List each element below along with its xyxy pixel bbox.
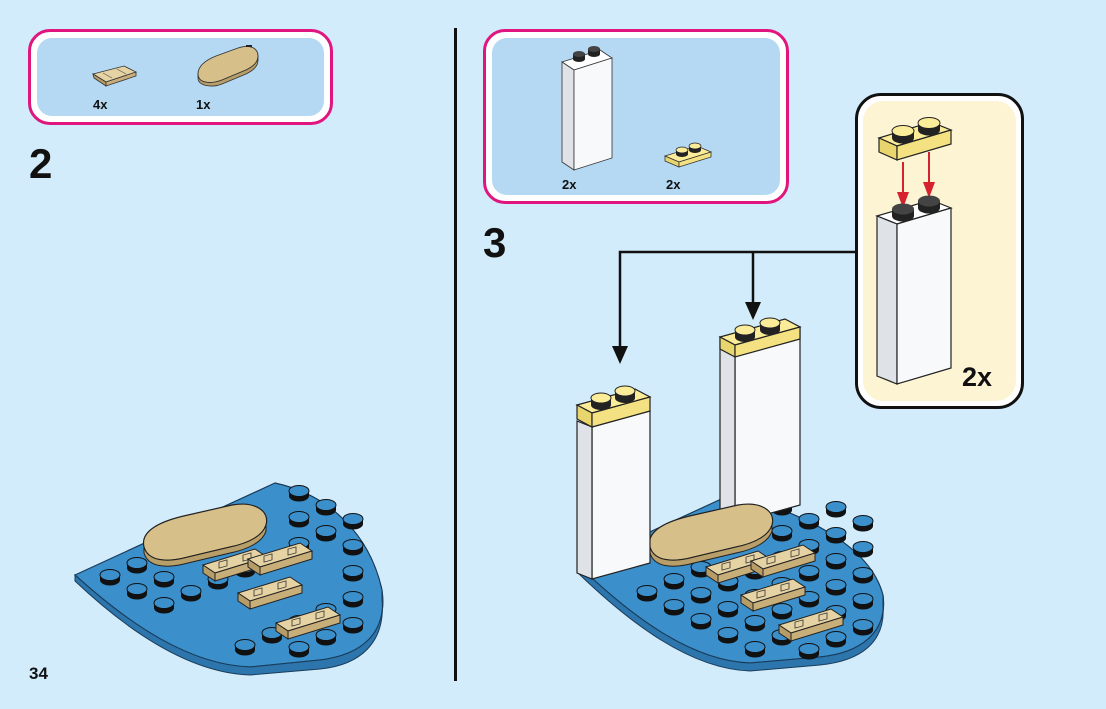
stud: [852, 567, 874, 584]
stud: [288, 641, 310, 658]
stud: [798, 591, 820, 608]
stud: [234, 639, 256, 656]
stud: [636, 585, 658, 602]
tan-rounded-plate: [142, 503, 268, 567]
stud: [690, 613, 712, 630]
tan-grille-tile-part-icon: [91, 65, 138, 87]
stud: [342, 617, 364, 634]
part-quantity: 2x: [666, 177, 681, 192]
white-tall-brick-back: [719, 326, 801, 524]
stud: [153, 571, 175, 588]
stud: [744, 615, 766, 632]
stud: [663, 573, 685, 590]
stud: [798, 643, 820, 660]
assembly-arrows: [612, 250, 858, 364]
part-quantity: 4x: [93, 97, 108, 112]
page-divider: [454, 28, 457, 681]
stud: [315, 525, 337, 542]
tan-grille-tiles: [704, 544, 845, 642]
arrow-head-right: [745, 302, 761, 320]
stud: [852, 541, 874, 558]
parts-list-panel: [37, 38, 324, 116]
red-down-arrows: [897, 152, 935, 208]
callout-quantity: 2x: [962, 362, 993, 392]
tan-rounded-plate-part-icon: [197, 45, 259, 87]
stud: [153, 597, 175, 614]
stud: [825, 553, 847, 570]
white-tall-brick-part-icon: [561, 46, 613, 171]
stud: [717, 601, 739, 618]
step-number: 2: [29, 140, 53, 187]
stud: [315, 499, 337, 516]
grille-tile: [749, 544, 817, 578]
stud: [342, 539, 364, 556]
stud: [771, 525, 793, 542]
arrow-head-left: [612, 346, 628, 364]
white-tall-brick: [875, 195, 953, 385]
stud: [717, 627, 739, 644]
stud: [690, 587, 712, 604]
stud: [771, 603, 793, 620]
stud: [825, 631, 847, 648]
yellow-plate: [877, 117, 953, 161]
stud: [852, 619, 874, 636]
stud: [825, 527, 847, 544]
stud: [288, 511, 310, 528]
yellow-plate-part-icon: [663, 142, 713, 168]
grille-tile: [777, 608, 845, 642]
grille-tile: [246, 542, 314, 576]
part-quantity: 1x: [196, 97, 211, 112]
stud: [180, 585, 202, 602]
callout-sub-assembly-illustration: [875, 117, 953, 385]
parts-list-panel: [492, 38, 780, 195]
stud: [663, 599, 685, 616]
stud: [825, 501, 847, 518]
stud: [315, 629, 337, 646]
yellow-plate-back: [718, 317, 802, 358]
grille-tile: [274, 606, 342, 640]
stud: [342, 513, 364, 530]
step-2-model-illustration: [73, 482, 384, 676]
yellow-plate-front: [575, 385, 652, 428]
stud: [825, 579, 847, 596]
white-tall-brick-front: [576, 410, 651, 580]
stud: [126, 583, 148, 600]
grille-tile: [236, 576, 304, 610]
stud: [744, 641, 766, 658]
stud: [126, 557, 148, 574]
tan-rounded-plate: [648, 503, 774, 567]
stud: [99, 569, 121, 586]
stud: [342, 565, 364, 582]
tan-grille-tiles: [201, 542, 342, 640]
parts-list-step-2: [28, 29, 333, 125]
step-3-model-illustration: [575, 317, 885, 672]
page-number: 34: [29, 664, 48, 683]
parts-list-step-3: [483, 29, 789, 204]
step-number: 3: [483, 219, 507, 266]
stud: [798, 565, 820, 582]
stud: [852, 593, 874, 610]
part-quantity: 2x: [562, 177, 577, 192]
stud: [852, 515, 874, 532]
stud: [798, 513, 820, 530]
grille-tile: [739, 578, 807, 612]
stud: [288, 485, 310, 502]
stud: [342, 591, 364, 608]
